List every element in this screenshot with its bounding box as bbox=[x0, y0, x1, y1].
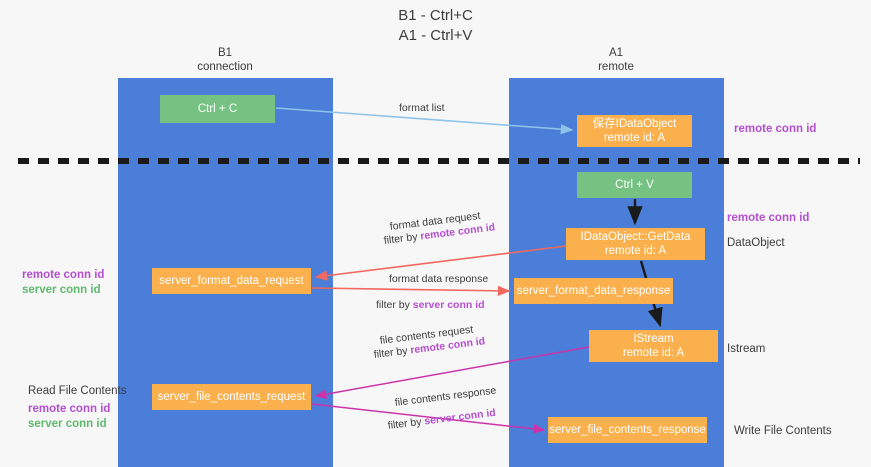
label-server-conn-id-left-1: server conn id bbox=[22, 284, 101, 296]
node-istream[interactable]: IStream remote id: A bbox=[589, 330, 718, 362]
node-server-format-data-request-label: server_format_data_request bbox=[159, 275, 304, 287]
node-istream-line1: IStream bbox=[633, 333, 674, 345]
filter-prefix-4: filter by bbox=[387, 415, 426, 432]
label-remote-conn-id-mid: remote conn id bbox=[727, 212, 810, 224]
filter-key-4: server conn id bbox=[423, 406, 497, 428]
node-server-file-contents-response-label: server_file_contents_response bbox=[549, 424, 706, 436]
label-remote-conn-id-left-1: remote conn id bbox=[22, 269, 105, 281]
node-server-format-data-request[interactable]: server_format_data_request bbox=[152, 268, 311, 294]
label-remote-conn-id-top: remote conn id bbox=[734, 123, 817, 135]
node-server-file-contents-response[interactable]: server_file_contents_response bbox=[548, 417, 707, 443]
label-remote-conn-id-left-2: remote conn id bbox=[28, 403, 111, 415]
page-title: B1 - Ctrl+C A1 - Ctrl+V bbox=[0, 6, 871, 46]
node-server-file-contents-request-label: server_file_contents_request bbox=[157, 391, 306, 403]
filter-prefix-1: filter by bbox=[383, 230, 422, 247]
node-istream-line2: remote id: A bbox=[622, 347, 685, 359]
node-idataobject-getdata[interactable]: IDataObject::GetData remote id: A bbox=[566, 228, 705, 260]
node-ctrl-c[interactable]: Ctrl + C bbox=[160, 95, 275, 123]
arrow-format-data-response bbox=[311, 285, 511, 296]
label-read-file-contents: Read File Contents bbox=[28, 385, 127, 397]
column-header-a1: A1 remote bbox=[541, 46, 691, 74]
arrow-label-format-list: format list bbox=[399, 102, 445, 114]
arrow-label-format-data-response-filter: filter by server conn id bbox=[376, 298, 485, 312]
label-write-file-contents: Write File Contents bbox=[734, 425, 832, 437]
label-istream: Istream bbox=[727, 343, 766, 355]
node-server-file-contents-request[interactable]: server_file_contents_request bbox=[152, 384, 311, 410]
node-ctrl-v-label: Ctrl + V bbox=[615, 179, 654, 191]
node-save-idataobject-line1: 保存IDataObject bbox=[592, 118, 677, 130]
arrow-label-format-data-response: format data response bbox=[389, 273, 489, 285]
arrow-label-file-contents-response-filter: filter by server conn id bbox=[387, 406, 496, 433]
label-conn-id-group-top: remote conn id server conn id bbox=[22, 268, 104, 298]
filter-key-2: server conn id bbox=[412, 299, 485, 311]
node-idataobject-getdata-line2: remote id: A bbox=[604, 245, 667, 257]
node-ctrl-v[interactable]: Ctrl + V bbox=[577, 172, 692, 198]
filter-prefix-3: filter by bbox=[373, 344, 412, 361]
column-header-a1-role: remote bbox=[598, 61, 634, 73]
arrow-label-file-contents-response: file contents response bbox=[394, 384, 497, 409]
label-server-conn-id-left-2: server conn id bbox=[28, 418, 107, 430]
filter-prefix-2: filter by bbox=[376, 299, 413, 311]
label-dataobject: DataObject bbox=[727, 237, 785, 249]
node-server-format-data-response-label: server_format_data_response bbox=[516, 285, 671, 297]
node-ctrl-c-label: Ctrl + C bbox=[197, 103, 238, 115]
node-server-format-data-response[interactable]: server_format_data_response bbox=[514, 278, 673, 304]
title-line-1: B1 - Ctrl+C bbox=[398, 7, 473, 24]
column-header-a1-name: A1 bbox=[608, 47, 624, 59]
column-header-b1-name: B1 bbox=[217, 47, 233, 59]
node-idataobject-getdata-line1: IDataObject::GetData bbox=[580, 231, 691, 243]
node-save-idataobject-line2: remote id: A bbox=[603, 132, 666, 144]
title-line-2: A1 - Ctrl+V bbox=[398, 27, 473, 44]
column-header-b1-role: connection bbox=[197, 61, 253, 73]
label-conn-id-group-bottom: remote conn id server conn id bbox=[28, 402, 110, 432]
column-header-b1: B1 connection bbox=[150, 46, 300, 74]
node-save-idataobject[interactable]: 保存IDataObject remote id: A bbox=[577, 115, 692, 147]
